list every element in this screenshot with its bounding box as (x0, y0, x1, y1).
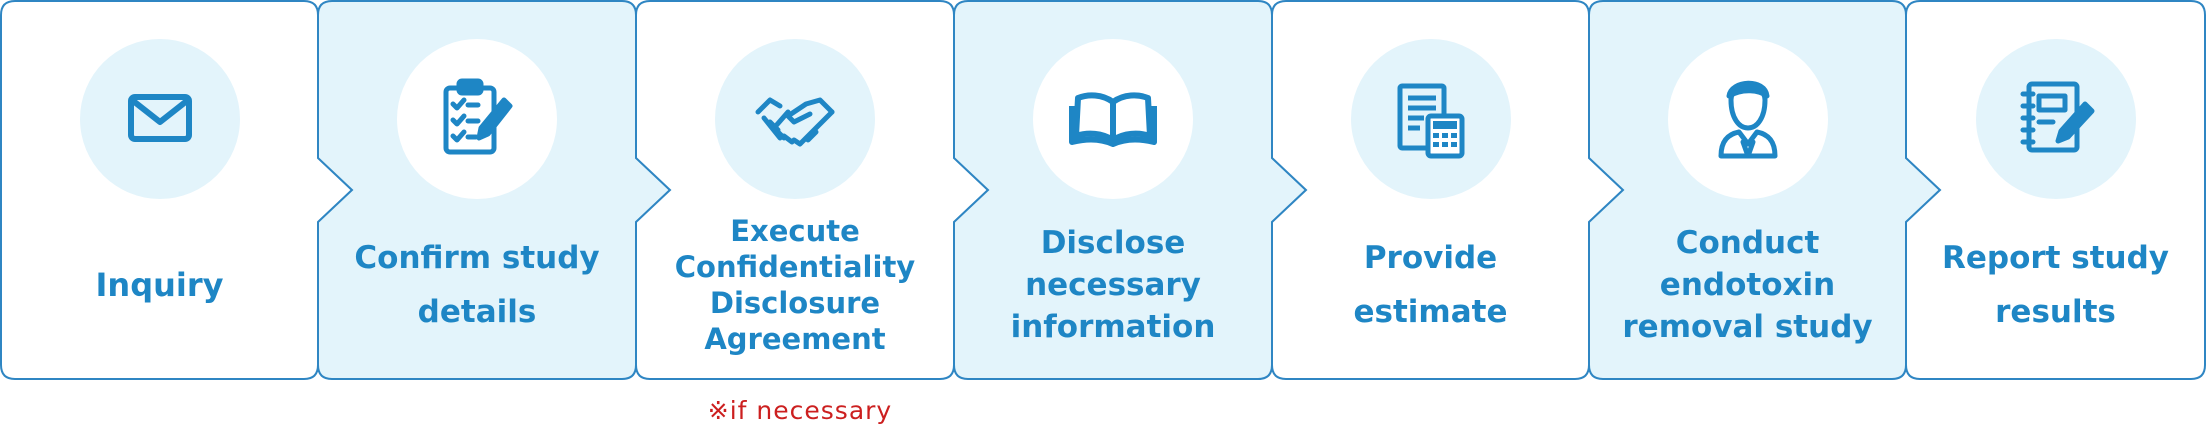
notebook-pencil-icon (1975, 38, 2137, 200)
handshake-icon (714, 38, 876, 200)
if-necessary-note: ※if necessary (707, 396, 893, 425)
open-book-icon (1032, 38, 1194, 200)
clipboard-checklist-icon (396, 38, 558, 200)
person-icon (1667, 38, 1829, 200)
document-calculator-icon (1350, 38, 1512, 200)
envelope-icon (79, 38, 241, 200)
step-label-inquiry: Inquiry (95, 266, 224, 304)
